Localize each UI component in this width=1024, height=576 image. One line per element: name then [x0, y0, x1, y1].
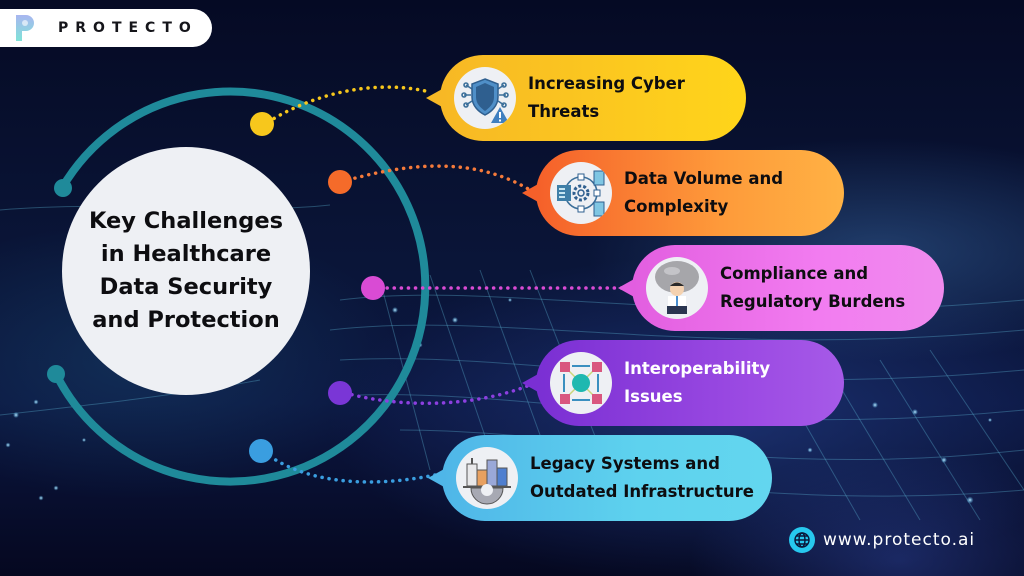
website-link[interactable]: www.protecto.ai: [789, 527, 975, 553]
connector-5: [262, 450, 437, 484]
connector-2: [346, 164, 532, 192]
ring-node-5: [249, 439, 273, 463]
ring-node-3: [361, 276, 385, 300]
challenge-label: Legacy Systems and Outdated Infrastructu…: [530, 454, 754, 501]
challenge-interoperability: Interoperability Issues: [522, 340, 844, 426]
challenge-compliance: Compliance and Regulatory Burdens: [618, 245, 944, 331]
data-gear-icon: [550, 162, 612, 224]
ring-node-4: [328, 381, 352, 405]
brand-name: PROTECTO: [58, 20, 198, 36]
ring-node-1: [250, 112, 274, 136]
brand-logo: PROTECTO: [0, 9, 212, 47]
shield-warning-icon: [454, 67, 516, 129]
challenge-label: Compliance and Regulatory Burdens: [720, 264, 906, 311]
challenge-data-volume: Data Volume and Complexity: [522, 150, 844, 236]
burdened-person-icon: [646, 257, 708, 319]
ring-end-bottom: [47, 365, 65, 383]
protecto-logo-icon: [16, 15, 34, 41]
connector-4: [343, 383, 532, 406]
connector-1: [266, 85, 432, 124]
network-nodes-icon: [550, 352, 612, 414]
central-title: Key Challenges in Healthcare Data Securi…: [89, 208, 283, 333]
ring-arc: [52, 87, 430, 486]
challenge-label: Data Volume and Complexity: [624, 169, 784, 216]
challenge-cyber-threats: Increasing Cyber Threats: [426, 55, 746, 141]
challenge-legacy-systems: Legacy Systems and Outdated Infrastructu…: [428, 435, 772, 521]
globe-icon: [789, 527, 815, 553]
website-url[interactable]: www.protecto.ai: [823, 530, 976, 550]
buildings-gear-icon: [456, 447, 518, 509]
challenge-label: Increasing Cyber Threats: [528, 74, 685, 121]
central-topic: Key Challenges in Healthcare Data Securi…: [62, 147, 310, 395]
challenge-label: Interoperability Issues: [624, 359, 771, 406]
ring-node-2: [328, 170, 352, 194]
ring-end-top: [54, 179, 72, 197]
